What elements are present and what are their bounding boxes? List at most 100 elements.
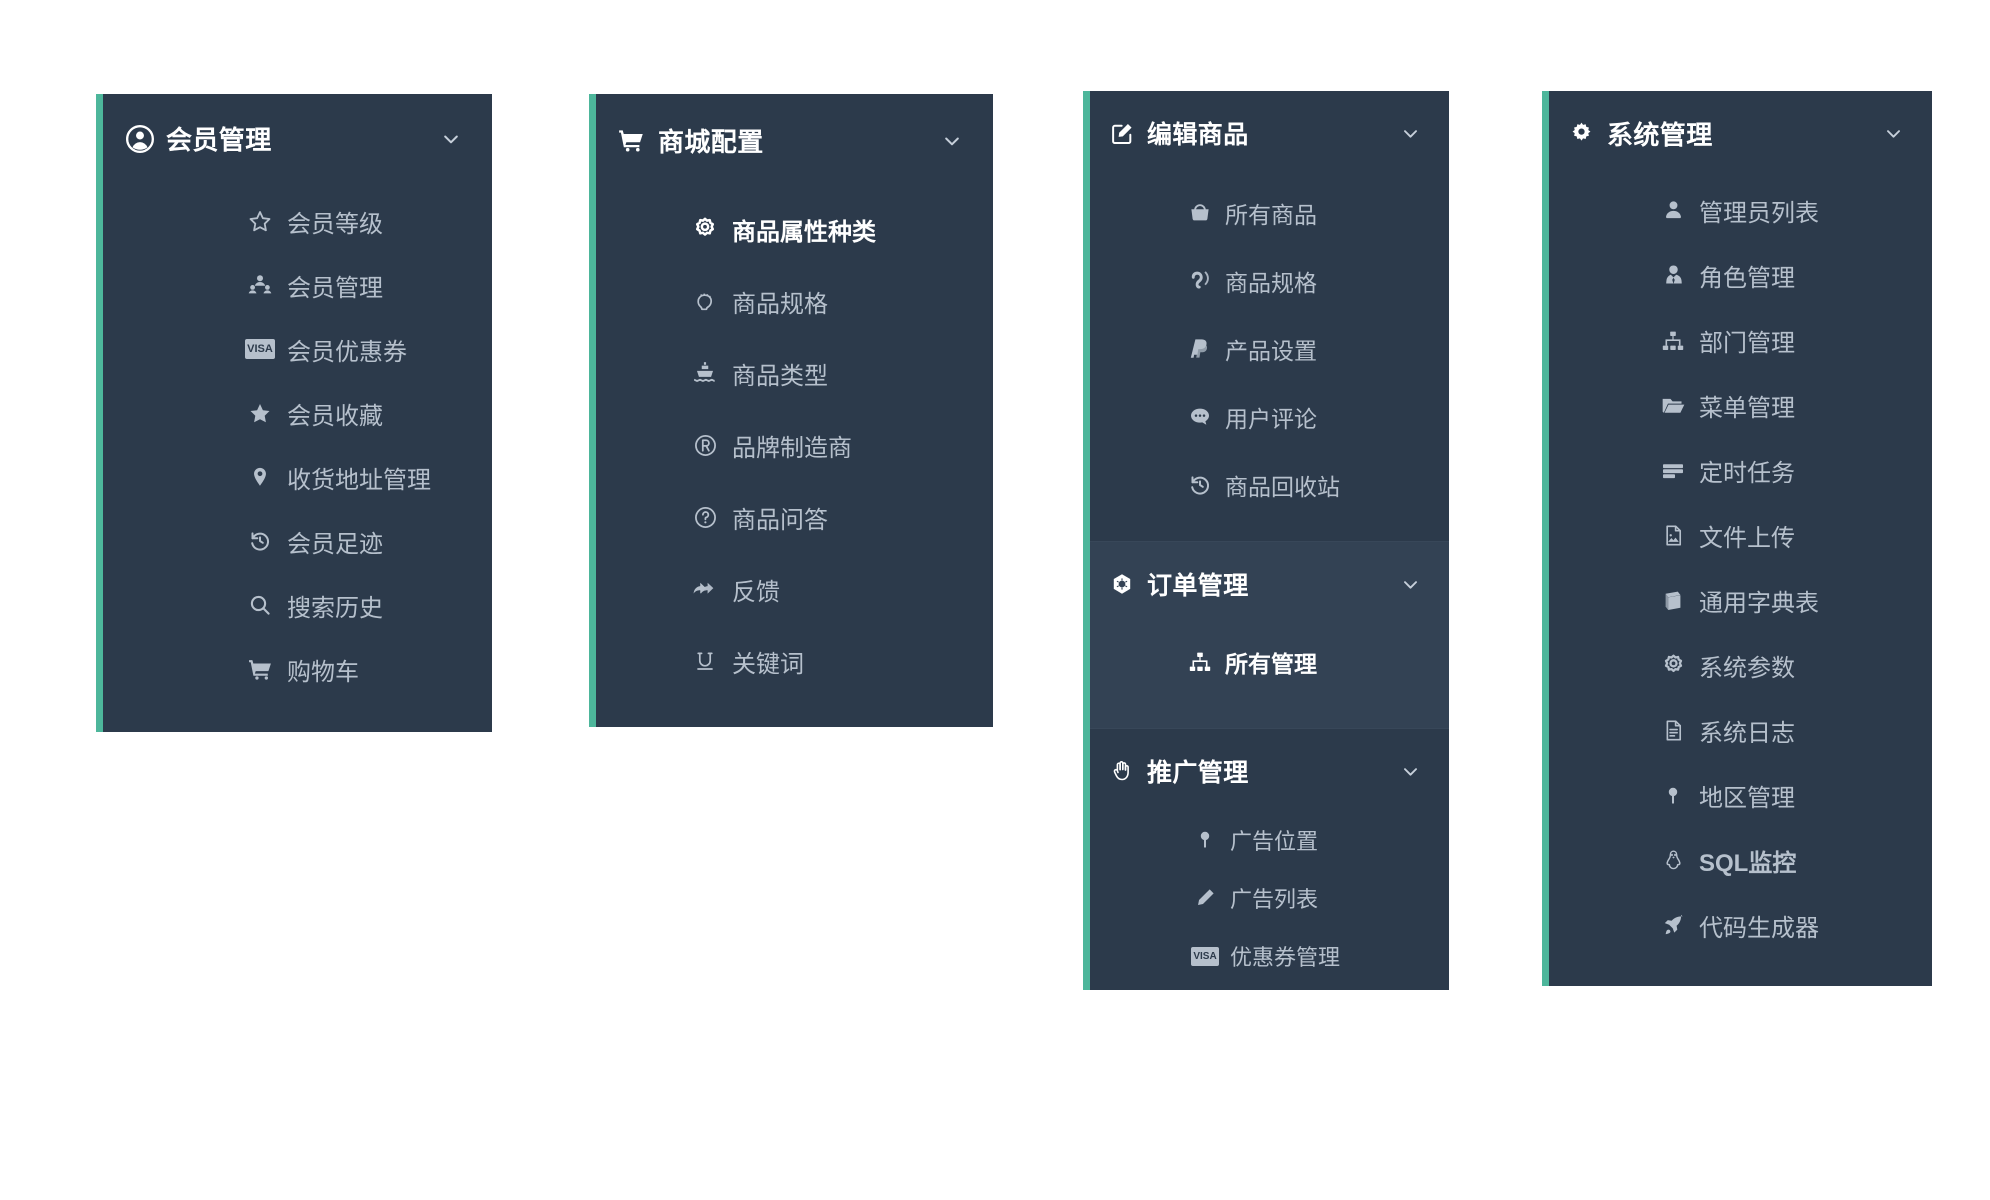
hand-grab-icon [690,286,720,316]
chevron-down-icon[interactable] [1882,123,1904,145]
menu-item-file-upload[interactable]: 文件上传 [1549,503,1932,568]
menu-item-label: 所有管理 [1225,651,1317,677]
menu-item-label: 商品类型 [732,362,828,390]
group-header-system[interactable]: 系统管理 [1549,91,1932,152]
menu-item-label: 广告位置 [1230,829,1319,854]
menu-item-label: 会员管理 [287,274,383,302]
menu-group-edit-product: 编辑商品 所有商品 [1090,91,1449,541]
chevron-down-icon[interactable] [440,128,462,150]
chevron-down-icon[interactable] [1399,573,1421,595]
menu-item-region-management[interactable]: 地区管理 [1549,763,1932,828]
edit-square-icon [1108,119,1136,147]
sitemap-icon [1659,327,1687,355]
group-title: 商城配置 [658,127,764,157]
menu-item-list-member: 会员等级 会员管理 VISA [103,157,492,727]
menu-item-label: 代码生成器 [1699,915,1819,942]
rocket-icon [1659,912,1687,940]
menu-item-sql-monitor[interactable]: SQL监控 [1549,828,1932,893]
menu-item-product-spec[interactable]: 商品规格 [1090,247,1449,315]
server-icon [1659,457,1687,485]
menu-item-role-management[interactable]: 角色管理 [1549,243,1932,308]
menu-item-dictionary-table[interactable]: 通用字典表 [1549,568,1932,633]
menu-group-shop: 商城配置 商品属性种类 [596,94,993,717]
menu-item-system-log[interactable]: 系统日志 [1549,698,1932,763]
menu-item-menu-management[interactable]: 菜单管理 [1549,373,1932,438]
visa-card-icon: VISA [1191,942,1219,970]
menu-item-system-parameters[interactable]: 系统参数 [1549,633,1932,698]
menu-item-label: 文件上传 [1699,525,1795,552]
menu-item-product-attribute-category[interactable]: 商品属性种类 [596,193,993,265]
menu-item-label: 菜单管理 [1699,395,1795,422]
ship-icon [690,358,720,388]
group-title: 订单管理 [1147,572,1249,600]
menu-item-member-manage[interactable]: 会员管理 [103,253,492,317]
menu-item-all-products[interactable]: 所有商品 [1090,179,1449,247]
reply-all-icon [690,574,720,604]
group-header-member[interactable]: 会员管理 [103,94,492,157]
menu-item-shopping-cart[interactable]: 购物车 [103,637,492,701]
menu-item-product-type[interactable]: 商品类型 [596,337,993,409]
shopping-cart-icon [245,654,275,684]
menu-item-keyword[interactable]: 关键词 [596,625,993,697]
menu-item-coupon-management[interactable]: VISA 优惠券管理 [1090,927,1449,985]
hand-paper-icon [1108,757,1136,785]
menu-item-member-level[interactable]: 会员等级 [103,189,492,253]
menu-item-department-management[interactable]: 部门管理 [1549,308,1932,373]
group-header-edit-product[interactable]: 编辑商品 [1090,91,1449,151]
menu-item-label: 系统参数 [1699,655,1795,682]
chevron-down-icon[interactable] [1399,760,1421,782]
menu-item-user-comments[interactable]: 用户评论 [1090,383,1449,451]
menu-item-product-recycle-bin[interactable]: 商品回收站 [1090,451,1449,519]
underline-icon [690,646,720,676]
sidebar-panel-goods: 编辑商品 所有商品 [1083,91,1449,990]
menu-item-label: 会员等级 [287,210,383,238]
question-circle-icon [690,502,720,532]
menu-item-brand-manufacturer[interactable]: 品牌制造商 [596,409,993,481]
menu-item-label: 用户评论 [1225,406,1317,432]
menu-item-list-system: 管理员列表 角色管理 [1549,152,1932,982]
menu-item-code-generator[interactable]: 代码生成器 [1549,893,1932,958]
menu-item-list-promotion: 广告位置 广告列表 VISA 优惠券管理 [1090,789,1449,990]
menu-item-product-spec[interactable]: 商品规格 [596,265,993,337]
menu-item-member-favorites[interactable]: 会员收藏 [103,381,492,445]
menu-item-label: 商品规格 [732,290,828,318]
menu-item-feedback[interactable]: 反馈 [596,553,993,625]
menu-item-shipping-address[interactable]: 收货地址管理 [103,445,492,509]
menu-item-product-qa[interactable]: 商品问答 [596,481,993,553]
history-icon [245,526,275,556]
menu-item-product-settings[interactable]: 产品设置 [1090,315,1449,383]
comment-dots-icon [1186,403,1214,431]
menu-item-member-coupon[interactable]: VISA 会员优惠券 [103,317,492,381]
menu-item-label: 品牌制造商 [732,434,852,462]
menu-item-all-management[interactable]: 所有管理 [1090,628,1449,696]
registered-icon [690,430,720,460]
menu-item-label: 部门管理 [1699,330,1795,357]
chevron-down-icon[interactable] [941,130,963,152]
menu-group-system: 系统管理 管理员列表 [1549,91,1932,982]
group-header-order[interactable]: 订单管理 [1090,542,1449,602]
menu-item-ad-list[interactable]: 广告列表 [1090,869,1449,927]
menu-item-label: 搜索历史 [287,594,383,622]
menu-item-scheduled-task[interactable]: 定时任务 [1549,438,1932,503]
menu-item-label: 角色管理 [1699,265,1795,292]
menu-item-admin-list[interactable]: 管理员列表 [1549,178,1932,243]
group-header-shop[interactable]: 商城配置 [596,94,993,159]
map-pin-icon [245,462,275,492]
paypal-icon [1186,335,1214,363]
user-circle-icon [125,124,155,154]
menu-item-label: 反馈 [732,578,780,606]
menu-item-label: 购物车 [287,658,359,686]
menu-item-search-history[interactable]: 搜索历史 [103,573,492,637]
group-header-promotion[interactable]: 推广管理 [1090,729,1449,789]
file-lines-icon [1659,717,1687,745]
menu-item-label: 广告列表 [1230,887,1319,912]
chevron-down-icon[interactable] [1399,122,1421,144]
menu-item-member-footprint[interactable]: 会员足迹 [103,509,492,573]
visa-card-icon: VISA [245,334,275,364]
hearing-icon [1186,267,1214,295]
menu-item-ad-position[interactable]: 广告位置 [1090,811,1449,869]
folder-open-icon [1659,392,1687,420]
gear-outline-icon [690,214,720,244]
sidebar-panel-member: 会员管理 会员等级 [96,94,492,732]
